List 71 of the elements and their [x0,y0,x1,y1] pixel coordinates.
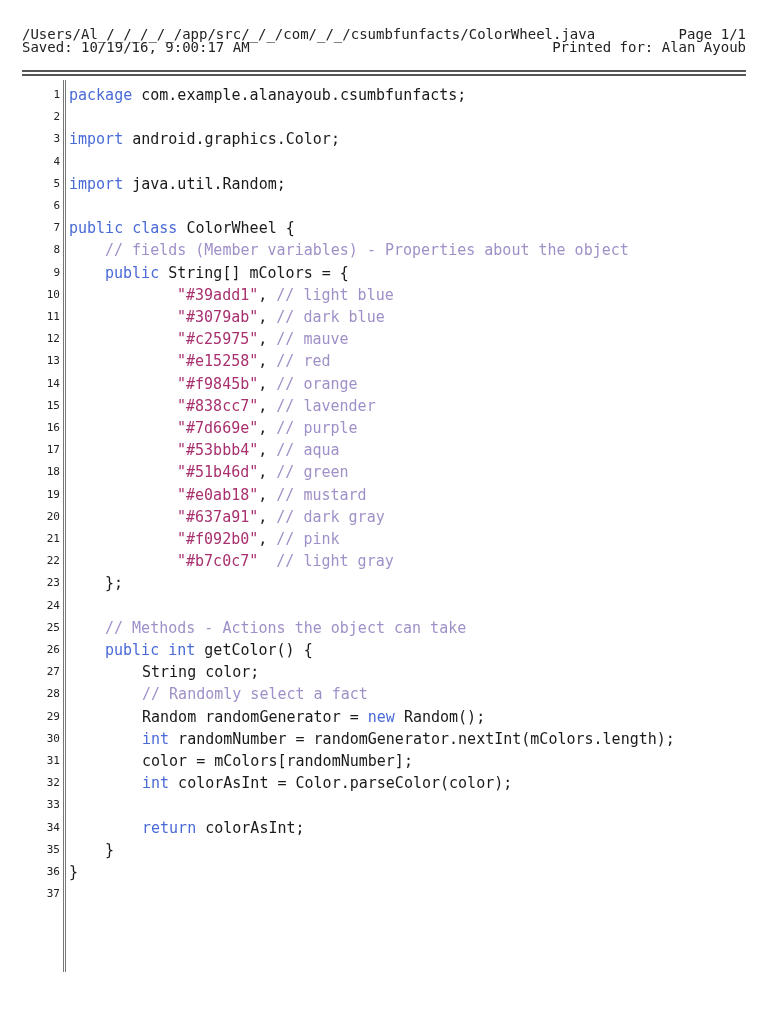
line-number: 33 [46,797,60,814]
code-line: package com.example.alanayoub.csumbfunfacts; [69,85,467,106]
code-line: "#f9845b", // orange [177,373,358,395]
line-number: 13 [46,353,60,370]
printed-for-text: Printed for: Alan Ayoub [552,41,746,54]
line-number: 18 [46,464,60,481]
line-number: 1 [53,87,60,103]
line-number: 36 [46,864,60,880]
code-line: return colorAsInt; [142,817,305,839]
code-line: "#838cc7", // lavender [177,395,376,417]
line-number: 25 [46,619,60,636]
line-number: 12 [46,331,60,348]
code-line: "#7d669e", // purple [177,418,358,439]
line-number: 9 [53,264,60,281]
code-line: import android.graphics.Color; [69,129,340,151]
line-number: 8 [53,242,60,259]
line-number: 35 [46,841,60,858]
line-number: 5 [53,175,60,192]
line-number: 26 [46,642,60,658]
line-number: 28 [46,686,60,703]
line-number: 4 [53,153,60,170]
line-number: 20 [46,508,60,525]
line-number: 29 [46,708,60,725]
line-number: 31 [46,753,60,769]
line-number: 24 [46,597,60,614]
code-line: public class ColorWheel { [69,218,295,240]
code-line: // fields (Member variables) - Properties about the object [105,240,629,262]
line-number: 14 [46,375,60,392]
code-line: // Methods - Actions the object can take [105,617,467,639]
line-number: 7 [53,220,60,237]
code-line: "#39add1", // light blue [177,284,394,306]
line-number: 17 [46,442,60,459]
line-number: 27 [46,664,60,681]
line-number: 11 [46,309,60,325]
code-line: "#3079ab", // dark blue [177,307,385,328]
code-line: int colorAsInt = Color.parseColor(color); [142,773,513,795]
line-number: 2 [53,109,60,126]
code-line: "#c25975", // mauve [177,329,349,351]
page-number: Page 1/1 [678,28,746,41]
line-number: 3 [53,131,60,148]
line-number: 22 [46,553,60,570]
line-number: 30 [46,730,60,747]
line-number: 32 [46,775,60,792]
code-line: // Randomly select a fact [142,684,368,706]
code-line: "#f092b0", // pink [177,529,340,550]
line-number: 6 [53,198,60,214]
line-number: 10 [46,286,60,303]
code-line: String color; [142,662,260,684]
code-line: "#e15258", // red [177,351,331,373]
line-number: 21 [46,531,60,547]
code-line: color = mColors[randomNumber]; [142,751,413,772]
code-line: "#b7c0c7" // light gray [177,551,394,573]
code-line: } [69,862,79,883]
code-line: int randomNumber = randomGenerator.nextInt(mColors.length); [142,728,675,750]
code-line: "#637a91", // dark gray [177,506,385,528]
code-line: "#e0ab18", // mustard [177,484,367,506]
file-path: /Users/Al_/_/_/_/_/app/src/_/_/com/_/_/csumbfunfacts/ColorWheel.java [22,28,596,41]
line-number: 23 [46,575,60,592]
code-line: "#53bbb4", // aqua [177,440,340,462]
code-line: public String[] mColors = { [105,262,349,284]
code-line: }; [105,573,124,595]
code-line: "#51b46d", // green [177,462,349,484]
line-number: 16 [46,420,60,436]
code-line: Random randomGenerator = new Random(); [142,706,486,728]
code-line: public int getColor() { [105,640,313,661]
line-number: 34 [46,819,60,836]
code-line: } [105,839,115,861]
line-number: 15 [46,397,60,414]
line-number: 37 [46,886,60,903]
line-number: 19 [46,486,60,503]
code-line: import java.util.Random; [69,173,286,195]
